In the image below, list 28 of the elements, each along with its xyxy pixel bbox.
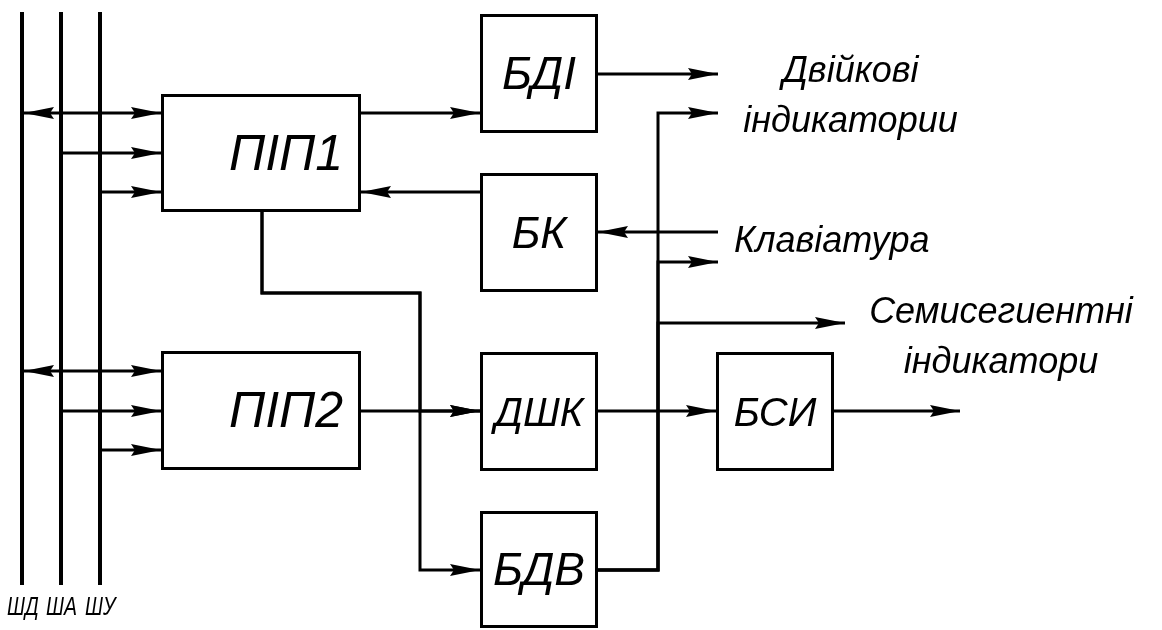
arrow [361, 186, 480, 198]
signal-label: Клавіатура [718, 212, 968, 268]
arrow [361, 107, 480, 119]
signal-label: Двійкові індикатории [718, 40, 983, 150]
block-box: ПІП1 [161, 94, 361, 212]
block-box: БДІ [480, 14, 598, 133]
arrow [102, 186, 161, 198]
arrow [102, 444, 161, 456]
arrow [598, 317, 845, 572]
block-box: ПІП2 [161, 351, 361, 470]
arrow [598, 226, 718, 238]
block-box: БСИ [716, 352, 834, 471]
arrow [598, 68, 718, 80]
arrow [834, 405, 960, 417]
bus-label: ШД [7, 591, 37, 621]
arrow [24, 107, 161, 119]
block-box: БДВ [480, 511, 598, 628]
arrow [63, 405, 161, 417]
signal-label: Семисегиентні індикатори [845, 282, 1157, 411]
block-box: ДШК [480, 352, 598, 471]
arrow [260, 212, 480, 576]
block-box: БК [480, 173, 598, 292]
bus-label: ШУ [85, 591, 115, 621]
arrow [361, 405, 480, 417]
arrow [24, 365, 161, 377]
arrow [598, 405, 716, 417]
arrow [63, 147, 161, 159]
bus-label: ША [46, 591, 76, 621]
